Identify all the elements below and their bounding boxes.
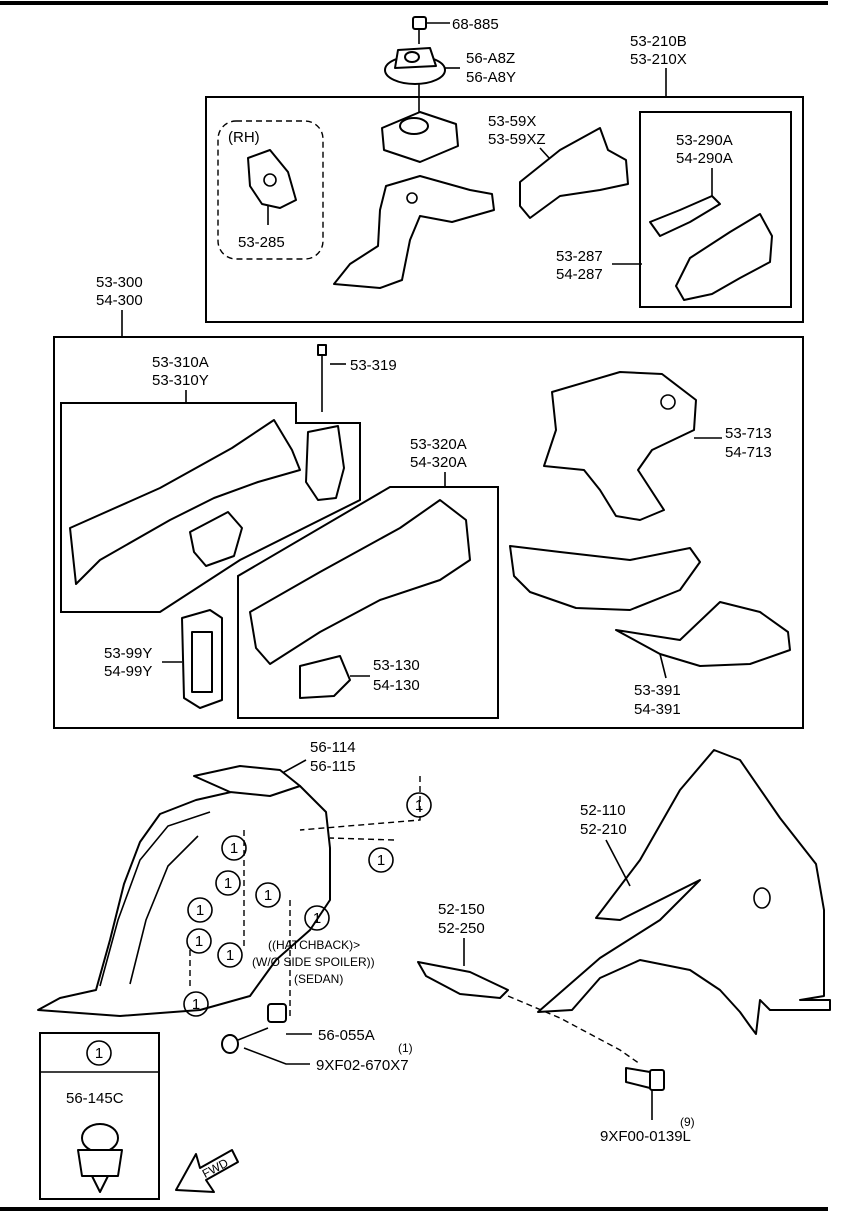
bracket-53-310a-lower	[189, 511, 243, 567]
fender-52-110	[537, 749, 831, 1035]
rh-bracket-part	[247, 149, 297, 209]
label-9xf02-670x7: 9XF02-670X7	[316, 1057, 409, 1074]
label-53-210b: 53-210B	[630, 33, 687, 50]
label-56-114: 56-114	[310, 739, 356, 756]
mudguard-56-114	[37, 775, 331, 1017]
label-54-287: 54-287	[556, 266, 603, 283]
label-56-a8y: 56-A8Y	[466, 69, 516, 86]
strut-mount-cap	[384, 47, 460, 85]
legend-callout-circle	[86, 1040, 112, 1066]
label-53-99y: 53-99Y	[104, 645, 152, 662]
box-290a-287	[639, 111, 792, 308]
rail-53-320a	[249, 499, 471, 665]
label-52-210: 52-210	[580, 821, 627, 838]
label-53-310a: 53-310A	[152, 354, 209, 371]
label-54-320a: 54-320A	[410, 454, 467, 471]
label-53-713: 53-713	[725, 425, 772, 442]
callout-1b: 1	[377, 852, 385, 869]
bolt-53-319	[317, 344, 346, 412]
callout-1c: 1	[230, 840, 238, 857]
label-rh: (RH)	[228, 129, 260, 146]
label-53-300: 53-300	[96, 274, 143, 291]
label-53-319: 53-319	[350, 357, 397, 374]
label-56-a8z: 56-A8Z	[466, 50, 515, 67]
label-53-130: 53-130	[373, 657, 420, 674]
callout-1e: 1	[264, 887, 272, 904]
label-53-310y: 53-310Y	[152, 372, 209, 389]
label-54-99y: 54-99Y	[104, 663, 152, 680]
fwd-arrow: FWD	[175, 1149, 239, 1193]
callout-1a: 1	[415, 797, 423, 814]
label-52-250: 52-250	[438, 920, 485, 937]
qty-9xf02: (1)	[398, 1041, 413, 1055]
label-52-110: 52-110	[580, 802, 626, 819]
label-52-150: 52-150	[438, 901, 485, 918]
rail-53-287	[675, 213, 773, 301]
callout-1j: 1	[192, 996, 200, 1013]
box-apron-assembly	[205, 96, 804, 323]
label-53-210x: 53-210X	[630, 51, 687, 68]
member-upper-rail	[509, 545, 701, 611]
note-side-spoiler: (W/O SIDE SPOILER))	[252, 955, 375, 969]
label-53-391: 53-391	[634, 682, 681, 699]
bolt-68-885	[412, 16, 450, 44]
legend-box	[39, 1032, 160, 1200]
label-53-290a: 53-290A	[676, 132, 733, 149]
label-53-59xz: 53-59XZ	[488, 131, 546, 148]
screw-9xf02	[221, 1027, 310, 1065]
note-sedan: (SEDAN)	[294, 972, 343, 986]
bracket-52-150	[417, 961, 509, 999]
callout-1i: 1	[226, 947, 234, 964]
label-56-145c: 56-145C	[66, 1090, 124, 1107]
callout-1f: 1	[196, 902, 204, 919]
box-53-320a	[237, 486, 499, 719]
box-frame-assembly	[53, 336, 804, 729]
label-54-300: 54-300	[96, 292, 143, 309]
bolt-9xf00	[625, 1067, 665, 1120]
bracket-53-130	[299, 655, 351, 699]
qty-9xf00: (9)	[680, 1115, 695, 1129]
label-56-115: 56-115	[310, 758, 356, 775]
callout-group: 1 1 1 1 1 1 1 1 1 1	[183, 792, 432, 1017]
note-hatchback: ((HATCHBACK)>	[268, 938, 360, 952]
box-53-310a	[60, 402, 361, 613]
label-9xf00-0139l: 9XF00-0139L	[600, 1128, 691, 1145]
label-53-59x: 53-59X	[488, 113, 536, 130]
clip-56-145c	[77, 1123, 123, 1193]
label-56-055a: 56-055A	[318, 1027, 375, 1044]
member-53-713	[543, 371, 697, 521]
bracket-53-59x	[519, 127, 629, 219]
callout-1g: 1	[313, 910, 321, 927]
legend-callout-number: 1	[95, 1045, 103, 1062]
label-68-885: 68-885	[452, 16, 499, 33]
label-54-290a: 54-290A	[676, 150, 733, 167]
rail-53-310a	[69, 419, 301, 585]
label-53-285: 53-285	[238, 234, 285, 251]
bracket-53-290a	[649, 195, 721, 237]
suspension-tower	[333, 84, 495, 289]
label-54-130: 54-130	[373, 677, 420, 694]
clip-56-055a	[267, 1003, 312, 1035]
label-53-287: 53-287	[556, 248, 603, 265]
member-53-391	[615, 601, 791, 667]
box-rh-bracket	[217, 120, 324, 260]
bracket-53-310a-small	[305, 425, 345, 501]
label-53-320a: 53-320A	[410, 436, 467, 453]
callout-1d: 1	[224, 875, 232, 892]
callout-1h: 1	[195, 933, 203, 950]
label-54-713: 54-713	[725, 444, 772, 461]
label-54-391: 54-391	[634, 701, 681, 718]
